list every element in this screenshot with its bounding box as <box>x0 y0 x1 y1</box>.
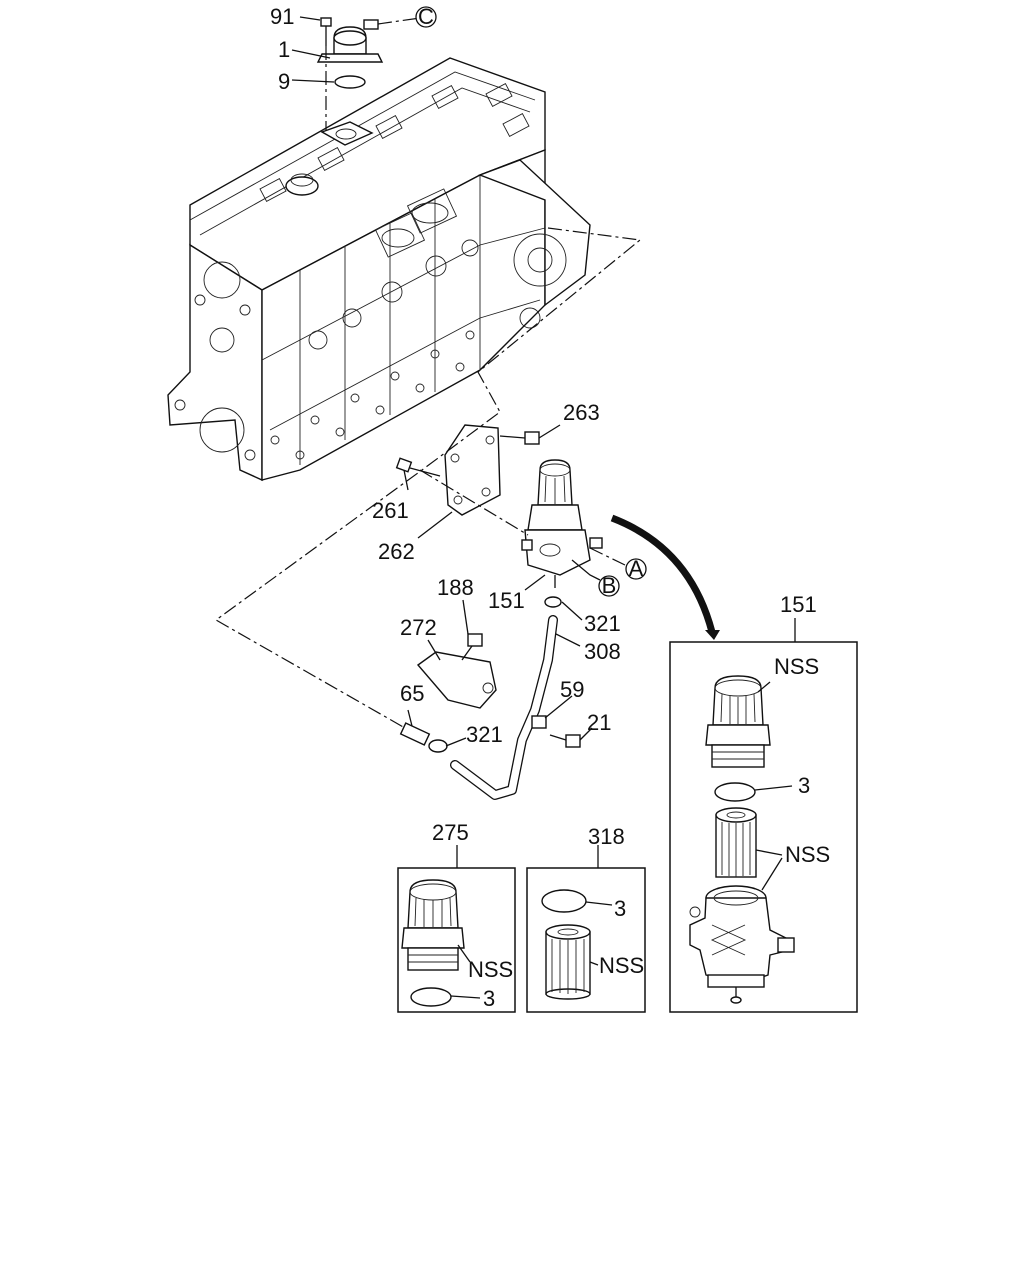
leader-dash-c <box>377 17 421 25</box>
filter-head <box>689 885 795 1004</box>
callout-21: 21 <box>587 710 611 735</box>
callout-321-top: 321 <box>584 611 621 636</box>
cover-housing-part-1 <box>316 19 384 63</box>
callout-151: 151 <box>488 588 525 613</box>
detail-box-275: 275 NSS 3 <box>397 820 516 1013</box>
callout-261: 261 <box>372 498 409 523</box>
curved-arrow <box>610 514 716 633</box>
box318-callout-3: 3 <box>614 896 626 921</box>
bolt-part-263 <box>499 431 540 445</box>
o-ring-3-box275 <box>410 987 452 1007</box>
bracket-part-272 <box>416 651 497 709</box>
nss-label-3: NSS <box>468 957 513 982</box>
box-318-label: 318 <box>588 824 625 849</box>
callout-91: 91 <box>270 4 294 29</box>
box151-callout-3: 3 <box>798 773 810 798</box>
box-275-label: 275 <box>432 820 469 845</box>
detail-box-151: 151 NSS 3 <box>669 592 858 1013</box>
callout-272: 272 <box>400 615 437 640</box>
box275-callout-3: 3 <box>483 986 495 1011</box>
callout-65: 65 <box>400 681 424 706</box>
o-ring-3-box318 <box>541 889 587 913</box>
callout-1: 1 <box>278 37 290 62</box>
ref-marker-a <box>625 558 647 580</box>
detail-box-318: 318 3 NSS <box>526 824 646 1013</box>
callout-308: 308 <box>584 639 621 664</box>
fuel-filter-part-151 <box>521 459 603 588</box>
bolt-part-91 <box>320 17 332 46</box>
nss-label-1: NSS <box>774 654 819 679</box>
callout-9: 9 <box>278 69 290 94</box>
ref-marker-b <box>598 575 620 597</box>
nss-label-4: NSS <box>599 953 644 978</box>
fuel-tube-part-308 <box>450 615 558 800</box>
callout-59: 59 <box>560 677 584 702</box>
engine-block <box>167 57 591 482</box>
box-151-label: 151 <box>780 592 817 617</box>
ref-label-a: A <box>629 556 644 581</box>
filter-element <box>715 807 757 878</box>
fitting-part-59 <box>531 715 547 729</box>
o-ring-part-9 <box>334 75 366 89</box>
ref-marker-c <box>415 6 437 28</box>
nss-label-2: NSS <box>785 842 830 867</box>
callout-188: 188 <box>437 575 474 600</box>
bolt-part-21 <box>549 734 581 748</box>
pipe-part-65 <box>399 722 431 746</box>
ref-label-b: B <box>602 573 617 598</box>
filter-element-318 <box>545 924 591 1000</box>
bolt-part-261 <box>395 457 441 477</box>
bracket-part-262 <box>444 424 501 516</box>
clamp-part-321-bottom <box>428 739 448 753</box>
clamp-part-321-top <box>544 596 562 608</box>
ref-label-c: C <box>418 4 434 29</box>
bolt-part-188 <box>461 633 483 661</box>
o-ring-3 <box>714 782 756 802</box>
callout-263: 263 <box>563 400 600 425</box>
callout-321-bottom: 321 <box>466 722 503 747</box>
callout-262: 262 <box>378 539 415 564</box>
